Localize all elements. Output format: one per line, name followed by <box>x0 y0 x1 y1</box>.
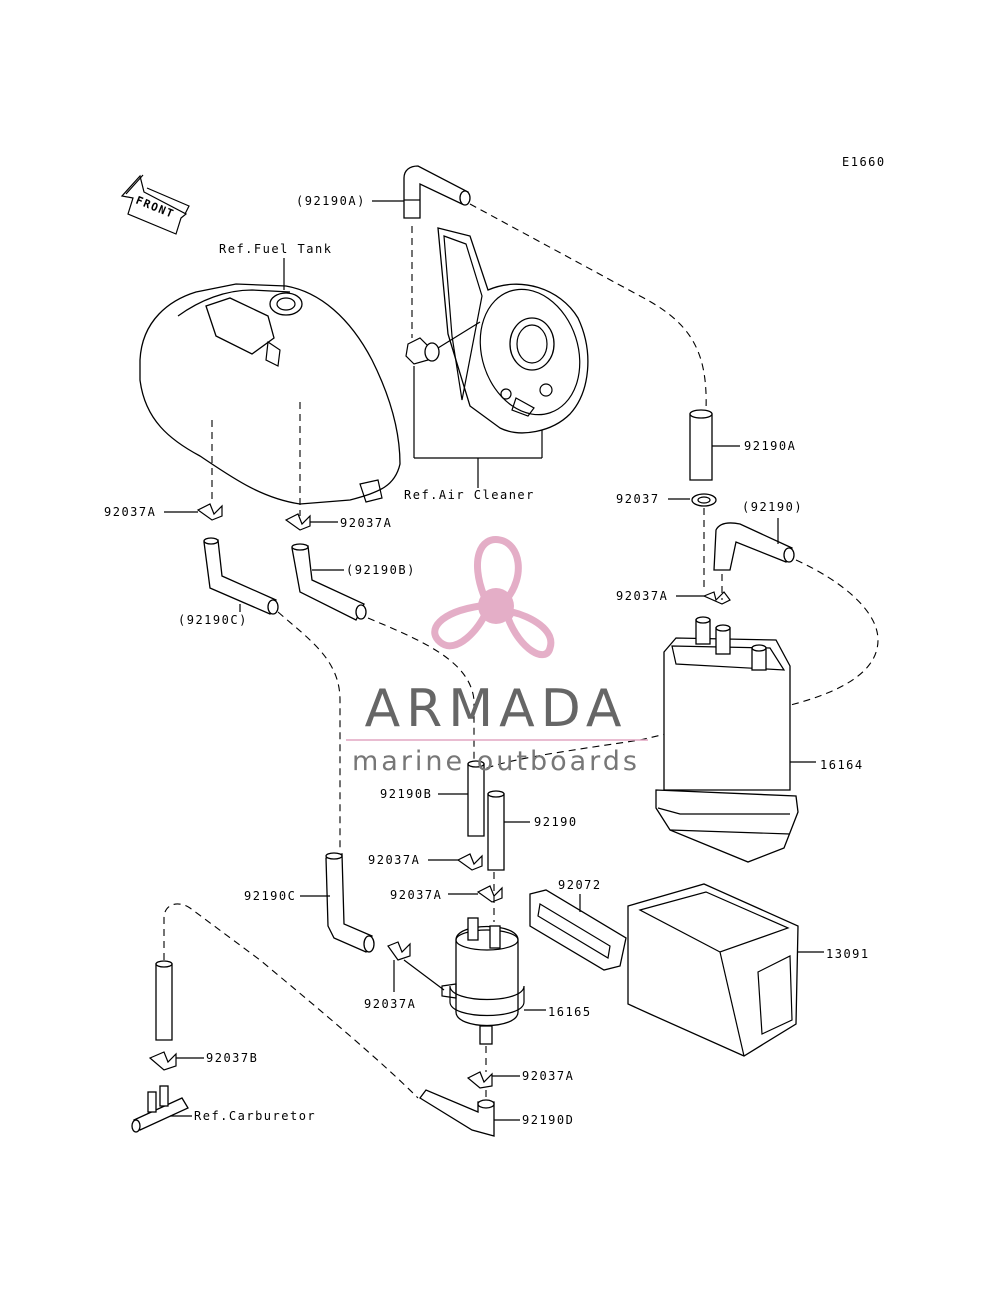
fuel-tank <box>139 283 401 516</box>
hose-left-vertical <box>155 960 173 1041</box>
brand-tagline: marine outboards <box>352 746 640 777</box>
part-label: 92072 <box>558 878 602 892</box>
hose-92190-elbow <box>713 522 795 571</box>
part-label: (92190) <box>742 500 803 514</box>
clamp-92037A <box>284 513 311 531</box>
part-label: 92190C <box>244 889 296 903</box>
ref-air-cleaner-label: Ref.Air Cleaner <box>404 488 535 502</box>
part-label: 92037A <box>616 589 668 603</box>
part-label: 92037A <box>368 853 420 867</box>
part-label: (92190A) <box>296 194 366 208</box>
part-label: 92037 <box>616 492 660 506</box>
canister-16164 <box>655 616 799 863</box>
box-13091 <box>627 883 799 1057</box>
part-label: 92190 <box>534 815 578 829</box>
hose-92190C <box>325 852 375 953</box>
front-arrow-icon: FRONT <box>120 174 190 235</box>
clamp-92037B <box>148 1051 177 1071</box>
hose-92190B-upper <box>291 543 367 621</box>
fuel-filter-16165 <box>441 917 525 1045</box>
hose-92190 <box>487 790 505 871</box>
strap-92072 <box>529 889 627 971</box>
clamp-92037A <box>702 591 731 605</box>
part-label: 16164 <box>820 758 864 772</box>
part-label: (92190C) <box>178 613 248 627</box>
hose-92190A <box>689 409 713 481</box>
clamp-92037A <box>476 885 503 903</box>
part-label: 92037A <box>104 505 156 519</box>
clamp-92037A <box>466 1071 493 1089</box>
hose-92190B <box>467 760 485 837</box>
carburetor-fitting <box>131 1085 189 1133</box>
part-label: 16165 <box>548 1005 592 1019</box>
part-label: 92190D <box>522 1113 574 1127</box>
diagram-code: E1660 <box>842 155 886 169</box>
part-label: 92037B <box>206 1051 258 1065</box>
ref-carburetor-label: Ref.Carburetor <box>194 1109 316 1123</box>
hose-92190D <box>419 1089 495 1137</box>
clamp-92037A <box>456 853 483 871</box>
ref-fuel-tank-label: Ref.Fuel Tank <box>219 242 332 256</box>
clamp-92037 <box>691 493 717 507</box>
part-label: 92037A <box>364 997 416 1011</box>
part-label: 92190A <box>744 439 796 453</box>
hose-92190A-elbow <box>403 165 471 219</box>
part-label: 92037A <box>522 1069 574 1083</box>
part-label: 92037A <box>340 516 392 530</box>
part-label: 92037A <box>390 888 442 902</box>
part-label: 92190B <box>380 787 432 801</box>
part-label: 13091 <box>826 947 870 961</box>
part-label: (92190B) <box>346 563 416 577</box>
air-cleaner <box>405 227 589 434</box>
hose-92190C-upper <box>203 537 279 615</box>
clamp-92037A <box>387 941 411 961</box>
clamp-92037A <box>196 503 223 521</box>
propeller-logo-icon <box>431 536 555 658</box>
brand-name: ARMADA <box>365 679 628 739</box>
brand-watermark: ARMADA marine outboards <box>346 536 648 777</box>
